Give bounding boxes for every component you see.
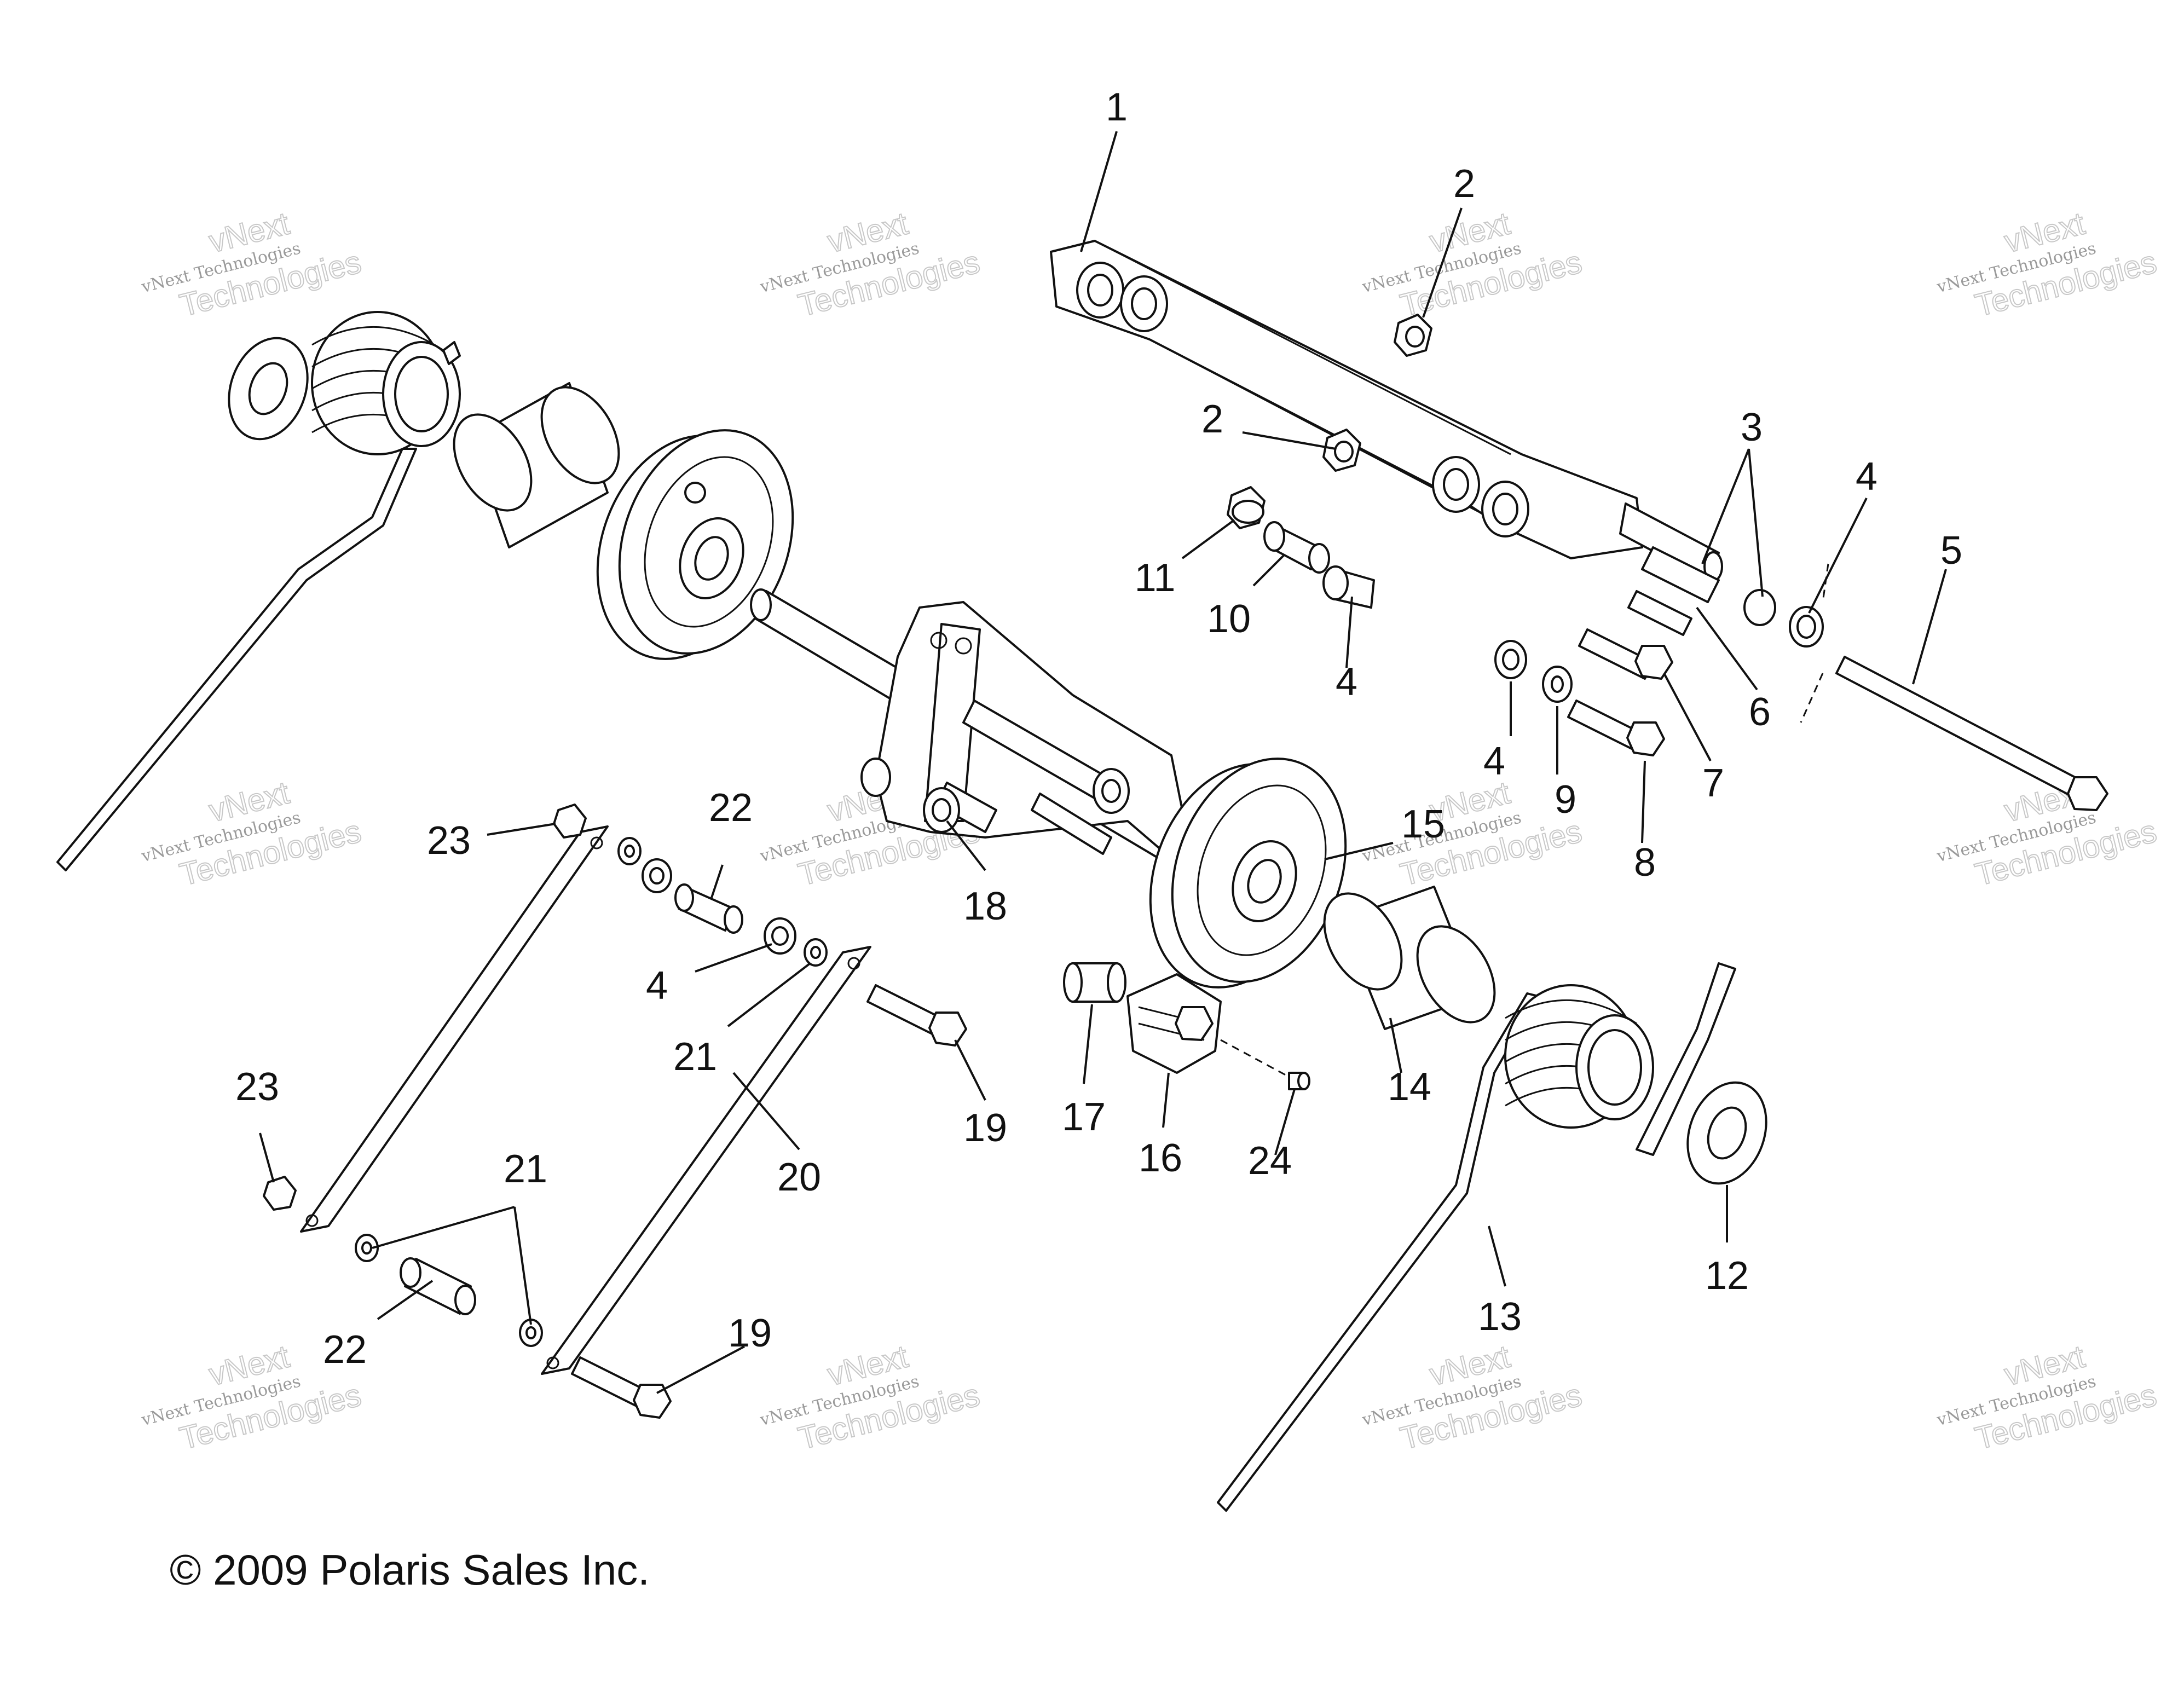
small-hardware-right	[1494, 546, 1824, 756]
callout-1: 1	[1106, 85, 1128, 129]
copyright-text: © 2009 Polaris Sales Inc.	[170, 1546, 650, 1594]
watermark: vNext vNext Technologies Technologies	[1360, 205, 1586, 324]
callout-2a: 2	[1453, 162, 1475, 206]
idler-wheel-right	[1149, 758, 1347, 989]
callout-16: 16	[1139, 1136, 1182, 1180]
watermark: vNext vNext Technologies Technologies	[139, 774, 365, 893]
washer-right	[1686, 1081, 1767, 1185]
watermark: vNext vNext Technologies Technologies	[758, 1338, 984, 1457]
watermark: vNext vNext Technologies Technologies	[1360, 774, 1586, 893]
callouts: 1 2 2 3 4 4 4 4 5 6 7 8 9 10 11 12 13 14…	[235, 85, 1962, 1372]
callout-8: 8	[1634, 841, 1656, 885]
center-bracket	[860, 601, 1189, 855]
callout-21a: 21	[673, 1035, 717, 1079]
callout-4d: 4	[646, 964, 668, 1008]
torsion-spring-left	[56, 311, 461, 871]
spacer-tube-right	[1323, 886, 1496, 1030]
callout-12: 12	[1705, 1254, 1749, 1298]
callout-15: 15	[1401, 802, 1445, 846]
small-hardware-upper	[1227, 314, 1432, 609]
callout-2b: 2	[1201, 397, 1223, 441]
callout-21b: 21	[504, 1147, 547, 1191]
torsion-spring-right	[1217, 962, 1736, 1512]
callout-20: 20	[777, 1155, 821, 1199]
link-rod-upper	[263, 804, 609, 1233]
cam-block	[1063, 962, 1310, 1090]
spacer-tube-left	[453, 382, 620, 548]
callout-22a: 22	[709, 786, 753, 830]
watermark: vNext vNext Technologies Technologies	[1934, 1338, 2160, 1457]
rail-arm	[1050, 240, 1723, 582]
watermark: vNext vNext Technologies Technologies	[1360, 1338, 1586, 1457]
link-rod-lower	[355, 946, 967, 1419]
callout-14: 14	[1388, 1065, 1431, 1109]
callout-6: 6	[1749, 690, 1771, 734]
idler-wheel-left	[596, 429, 794, 660]
pin-3	[1641, 546, 1720, 603]
nut-23a	[553, 804, 587, 839]
callout-10: 10	[1207, 597, 1251, 641]
callout-18: 18	[963, 885, 1007, 928]
callout-4c: 4	[1483, 739, 1505, 783]
watermark: vNext vNext Technologies Technologies	[139, 205, 365, 324]
small-hardware-left	[617, 837, 828, 967]
callout-11: 11	[1135, 556, 1176, 600]
callout-4b: 4	[1336, 660, 1357, 704]
callout-4a: 4	[1856, 455, 1877, 499]
callout-3: 3	[1741, 406, 1763, 449]
parts	[56, 240, 2108, 1512]
watermark: vNext vNext Technologies Technologies	[758, 205, 984, 324]
nut-23b	[263, 1176, 297, 1211]
bolt-7	[1578, 628, 1654, 680]
bolt-6	[1627, 590, 1692, 636]
leader-lines	[259, 131, 1947, 1394]
callout-23a: 23	[427, 819, 471, 863]
callout-7: 7	[1702, 761, 1724, 805]
callout-19b: 19	[728, 1311, 772, 1355]
washer-left	[228, 337, 309, 441]
callout-13: 13	[1478, 1295, 1522, 1339]
watermark: vNext vNext Technologies Technologies	[1934, 205, 2160, 324]
callout-9: 9	[1555, 778, 1576, 822]
bushing-3	[1743, 589, 1776, 626]
callout-5: 5	[1940, 529, 1962, 573]
callout-24: 24	[1248, 1139, 1292, 1183]
callout-22b: 22	[323, 1328, 367, 1372]
callout-17: 17	[1062, 1095, 1106, 1139]
callout-23b: 23	[235, 1065, 279, 1109]
long-bolt-5	[1800, 563, 2108, 811]
callout-19a: 19	[963, 1106, 1007, 1150]
